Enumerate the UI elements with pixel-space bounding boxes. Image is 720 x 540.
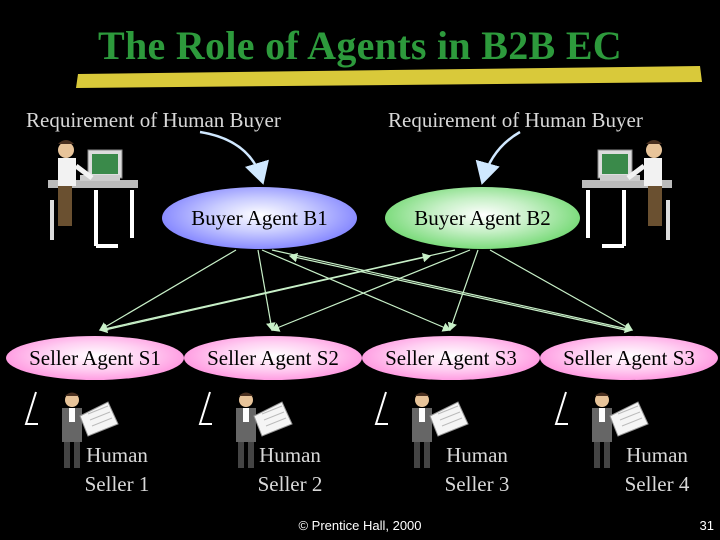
human-seller-1-label: Human Seller 1 <box>62 441 172 499</box>
seller-agent-s1: Seller Agent S1 <box>6 336 184 380</box>
connector-b2-s2 <box>270 249 471 332</box>
connector-b1-s2 <box>257 249 276 332</box>
human-seller-3-line1: Human <box>446 443 508 467</box>
buyer-agent-b1: Buyer Agent B1 <box>162 187 357 249</box>
human-seller-1-line2: Seller 1 <box>84 472 150 496</box>
human-seller-1-line1: Human <box>86 443 148 467</box>
buyer-agent-b2: Buyer Agent B2 <box>385 187 580 249</box>
human-seller-3-line2: Seller 3 <box>444 472 510 496</box>
connector-s4-b1 <box>288 252 626 331</box>
copyright-footer: © Prentice Hall, 2000 <box>298 518 422 533</box>
human-seller-4-icon <box>554 391 649 468</box>
human-seller-4-label: Human Seller 4 <box>602 441 712 499</box>
connector-s1-b2 <box>104 252 432 331</box>
connector-b1-s3 <box>261 249 452 332</box>
human-seller-2-icon <box>198 391 293 468</box>
human-seller-3-label: Human Seller 3 <box>422 441 532 499</box>
connector-b2-s4 <box>489 249 634 331</box>
human-seller-2-line1: Human <box>259 443 321 467</box>
human-seller-3-icon <box>374 391 469 468</box>
human-seller-4-line2: Seller 4 <box>624 472 690 496</box>
human-seller-4-line1: Human <box>626 443 688 467</box>
human-buyer-left-icon <box>48 140 138 248</box>
human-buyer-right-icon <box>582 140 672 248</box>
human-seller-1-icon <box>24 391 119 468</box>
connector-b1-s4 <box>271 249 634 334</box>
connector-b2-s3 <box>447 249 479 332</box>
requirement-right-label: Requirement of Human Buyer <box>388 108 643 132</box>
connector-b1-s1 <box>98 249 237 331</box>
human-seller-2-line2: Seller 2 <box>257 472 323 496</box>
seller-agent-s2: Seller Agent S2 <box>184 336 362 380</box>
seller-agent-s4: Seller Agent S3 <box>540 336 718 380</box>
slide-title: The Role of Agents in B2B EC <box>97 23 622 68</box>
req-arrow-right <box>475 130 521 185</box>
human-seller-2-label: Human Seller 2 <box>235 441 345 499</box>
title-underline <box>76 66 702 88</box>
requirement-left-label: Requirement of Human Buyer <box>26 108 281 132</box>
agent-connectors <box>98 249 634 334</box>
page-number: 31 <box>699 518 714 533</box>
req-arrow-left <box>199 130 269 185</box>
seller-agent-s3: Seller Agent S3 <box>362 336 540 380</box>
